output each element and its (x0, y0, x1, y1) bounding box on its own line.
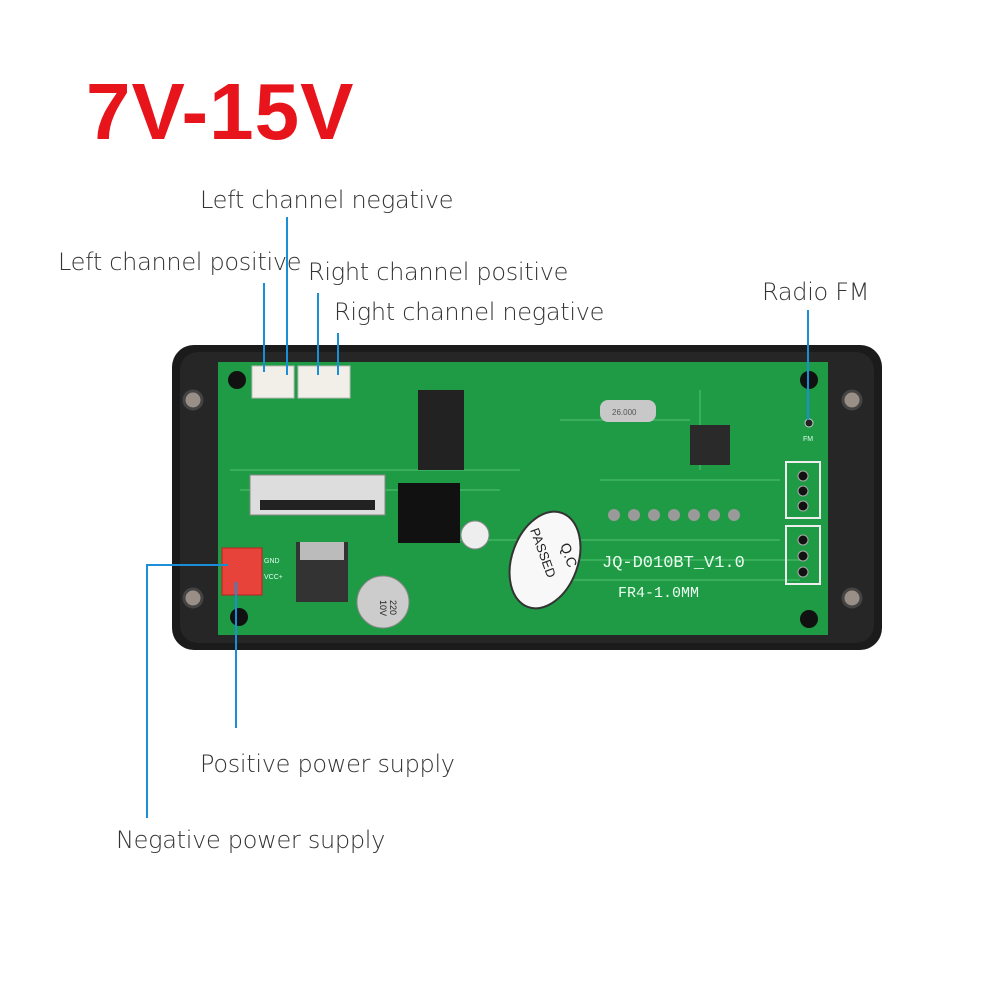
voltage-title: 7V-15V (86, 67, 355, 156)
svg-text:Q.C: Q.C (557, 541, 581, 570)
board-model: JQ-D010BT_V1.0 (602, 554, 745, 573)
svg-text:10V: 10V (378, 600, 388, 616)
svg-text:220: 220 (388, 600, 398, 615)
label-positive-power-supply: Positive power supply (200, 750, 455, 778)
amp-chip (418, 390, 464, 470)
label-right-channel-negative: Right channel negative (334, 298, 605, 326)
screws (228, 371, 818, 628)
label-negative-power-supply: Negative power supply (116, 826, 386, 854)
crystal (600, 400, 656, 422)
label-left-channel-positive: Left channel positive (58, 248, 302, 276)
callout-lines (146, 217, 809, 818)
line-out-connector (785, 525, 821, 585)
bt-chip (690, 425, 730, 465)
capacitor (356, 575, 410, 629)
svg-text:GND: GND (264, 558, 280, 565)
line-in-connector (785, 461, 821, 519)
label-right-channel-positive: Right channel positive (308, 258, 569, 286)
svg-text:26.000: 26.000 (612, 408, 637, 417)
fm-antenna-pad (804, 418, 814, 428)
right-audio-connector (297, 365, 351, 399)
label-left-channel-negative: Left channel negative (200, 186, 454, 214)
label-radio-fm: Radio FM (762, 278, 870, 306)
svg-text:FM: FM (803, 436, 813, 443)
ir-receiver (398, 483, 460, 543)
qc-sticker (508, 510, 582, 610)
board-material: FR4-1.0MM (618, 585, 699, 602)
svg-text:VCC+: VCC+ (264, 574, 283, 581)
power-connector (221, 547, 263, 596)
mounting-holes (182, 389, 863, 609)
